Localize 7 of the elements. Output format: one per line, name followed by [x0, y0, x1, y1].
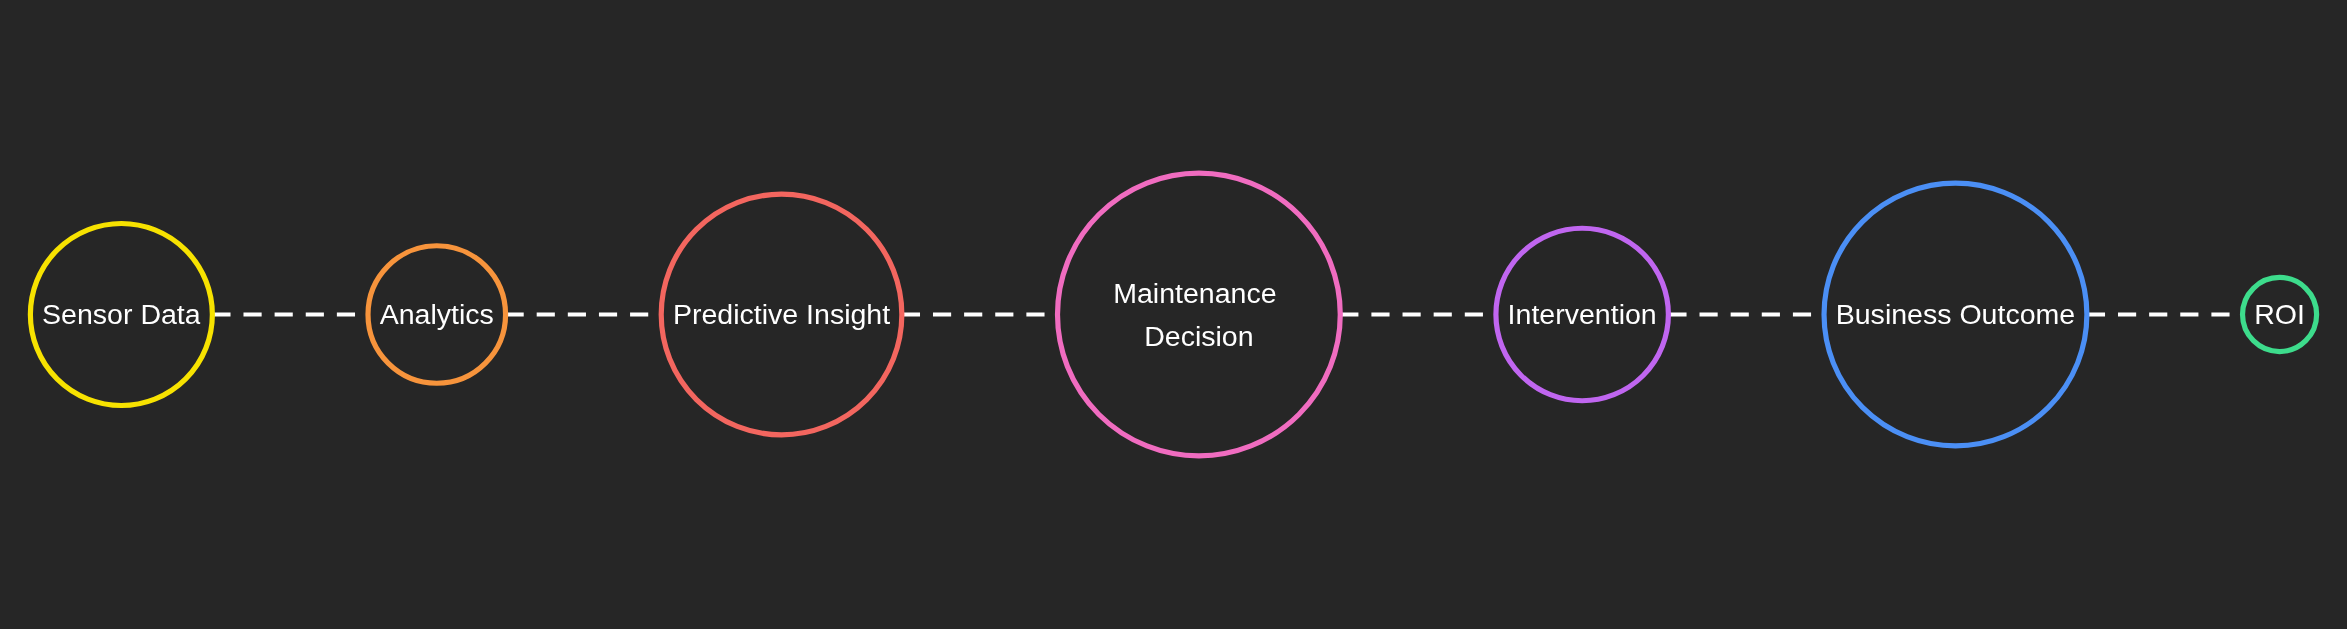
node-circle: Sensor Data — [27, 220, 215, 409]
node-circle: Predictive Insight — [658, 191, 905, 438]
node-circle: Analytics — [365, 243, 509, 386]
node-circle: Intervention — [1493, 225, 1671, 404]
node-circle: ROI — [2239, 274, 2320, 355]
node-circle: Business Outcome — [1821, 180, 2090, 449]
node-circle: Maintenance Decision — [1054, 170, 1343, 459]
